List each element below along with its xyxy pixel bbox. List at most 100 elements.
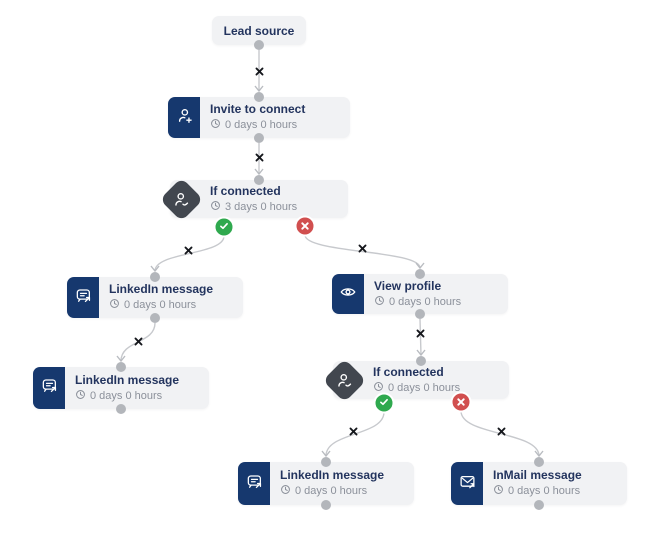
port-bottom[interactable] [254,133,264,143]
x-icon [301,217,310,235]
port-top[interactable] [534,457,544,467]
check-icon [379,394,390,412]
node-icon-box [451,462,483,505]
arrowhead-icon [116,355,126,363]
branch-yes-badge[interactable] [373,392,395,414]
port-top[interactable] [254,92,264,102]
clock-icon [75,389,86,403]
clock-icon [493,484,504,498]
node-content: If connected 3 days 0 hours [170,180,307,219]
arrowhead-icon [321,450,331,458]
edge-delete-button[interactable] [252,151,266,165]
port-bottom[interactable] [534,500,544,510]
user-plus-icon [176,107,193,129]
arrowhead-icon [150,265,160,273]
port-bottom[interactable] [254,40,264,50]
node-delay: 0 days 0 hours [493,484,582,498]
edge-delete-button[interactable] [413,327,427,341]
port-top[interactable] [321,457,331,467]
node-icon-box [168,97,200,138]
arrowhead-icon [415,262,425,270]
node-icon-box [332,274,364,314]
node-title: LinkedIn message [109,282,214,296]
node-delay: 0 days 0 hours [210,118,305,132]
node-delay: 0 days 0 hours [109,298,213,312]
port-bottom[interactable] [116,404,126,414]
node-content: LinkedIn message 0 days 0 hours [270,464,394,503]
node-delay: 0 days 0 hours [373,381,460,395]
edge-delete-button[interactable] [346,425,360,439]
delete-x-icon [497,423,506,441]
invite-to-connect-node[interactable]: Invite to connect 0 days 0 hours [168,97,350,138]
edge-delete-button[interactable] [494,425,508,439]
arrowhead-icon [254,168,264,176]
clock-icon [210,200,221,214]
user-check-icon [336,372,353,389]
node-title: Invite to connect [210,102,306,116]
edge-delete-button[interactable] [181,244,195,258]
arrowhead-icon [416,349,426,357]
port-top[interactable] [415,269,425,279]
delete-x-icon [358,240,367,258]
delete-x-icon [184,242,193,260]
if-connected-1-node[interactable]: If connected 3 days 0 hours [170,180,348,218]
node-content: If connected 0 days 0 hours [333,361,470,400]
node-content: View profile 0 days 0 hours [364,275,471,314]
view-profile-node[interactable]: View profile 0 days 0 hours [332,274,508,314]
user-check-icon [173,191,190,208]
node-icon-box [238,462,270,505]
arrowhead-icon [254,85,264,93]
branch-no-badge[interactable] [450,391,472,413]
linkedin-message-1-node[interactable]: LinkedIn message 0 days 0 hours [67,277,243,318]
node-content: LinkedIn message 0 days 0 hours [99,278,223,317]
check-icon [219,218,230,236]
clock-icon [373,381,384,395]
delete-x-icon [255,149,264,167]
clock-icon [280,484,291,498]
chat-send-icon [75,287,92,309]
if-connected-2-diamond[interactable] [322,358,366,402]
port-top[interactable] [150,272,160,282]
node-content: Invite to connect 0 days 0 hours [200,98,315,137]
inmail-message-node[interactable]: InMail message 0 days 0 hours [451,462,627,505]
node-delay: 0 days 0 hours [374,295,461,309]
delete-x-icon [416,325,425,343]
port-top[interactable] [254,175,264,185]
mail-send-icon [459,473,476,495]
node-title: LinkedIn message [280,468,385,482]
arrowhead-icon [534,450,544,458]
chat-send-icon [246,473,263,495]
port-bottom[interactable] [150,313,160,323]
node-delay: 0 days 0 hours [280,484,384,498]
edge-delete-button[interactable] [131,335,145,349]
clock-icon [374,295,385,309]
node-icon-box [33,367,65,409]
linkedin-message-3-node[interactable]: LinkedIn message 0 days 0 hours [238,462,414,505]
edge-delete-button[interactable] [252,65,266,79]
node-title: If connected [210,183,281,198]
port-bottom[interactable] [415,309,425,319]
branch-yes-badge[interactable] [213,216,235,238]
clock-icon [109,298,120,312]
node-delay: 3 days 0 hours [210,200,297,214]
delete-x-icon [255,63,264,81]
node-title: InMail message [493,468,582,482]
port-top[interactable] [416,356,426,366]
node-title: LinkedIn message [75,372,180,387]
edge-delete-button[interactable] [355,242,369,256]
port-bottom[interactable] [321,500,331,510]
node-title: Lead source [223,23,295,38]
branch-no-badge[interactable] [294,215,316,237]
eye-icon [339,283,357,306]
port-top[interactable] [116,362,126,372]
clock-icon [210,118,221,132]
delete-x-icon [349,423,358,441]
if-connected-1-diamond[interactable] [159,177,203,221]
node-content: InMail message 0 days 0 hours [483,464,592,503]
node-title: View profile [374,278,442,293]
x-icon [457,393,466,411]
node-title: If connected [373,364,444,379]
